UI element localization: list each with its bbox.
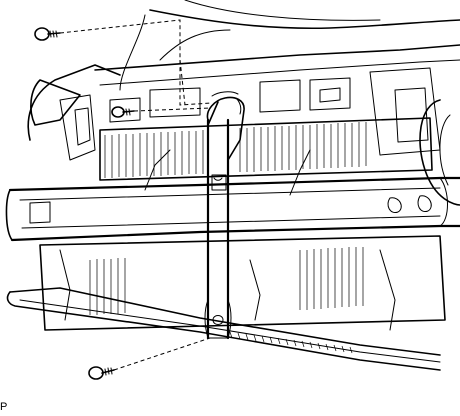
center-bolt (111, 106, 135, 118)
lower-bolt (88, 366, 115, 380)
corner-mark: P (0, 401, 8, 413)
bumper-reinforcement (5, 176, 460, 242)
leader-lines (59, 19, 213, 371)
center-brace (204, 91, 245, 340)
radiator-support (27, 44, 460, 206)
hood-outline (119, 0, 460, 91)
upper-left-bolt (34, 27, 61, 41)
lower-skirt (6, 287, 441, 371)
radiator-core (99, 117, 433, 196)
lower-radiator-section (39, 235, 446, 331)
